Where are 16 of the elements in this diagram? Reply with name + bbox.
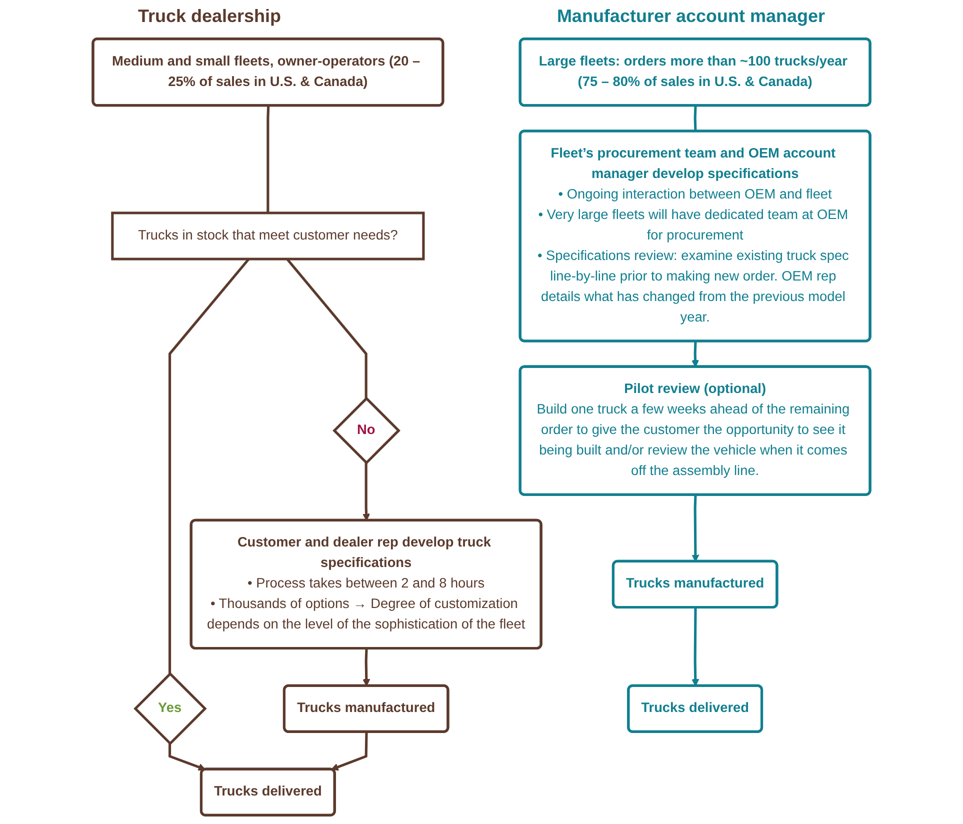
arrow <box>362 462 370 521</box>
connector <box>266 106 270 213</box>
connector <box>168 258 250 674</box>
arrow <box>692 608 700 686</box>
column-heading: Manufacturer account manager <box>556 6 826 28</box>
node-diamond: Yes <box>134 672 207 746</box>
arrow <box>362 648 370 686</box>
connector <box>286 258 368 398</box>
column-heading: Truck dealership <box>138 6 282 28</box>
arrow <box>168 743 206 771</box>
node-diamond: No <box>332 396 400 465</box>
node-box: Trucks in stock that meet customer needs? <box>111 212 425 260</box>
arrow <box>331 732 368 771</box>
connector <box>694 106 697 132</box>
arrow <box>692 341 700 368</box>
arrow <box>692 494 700 562</box>
